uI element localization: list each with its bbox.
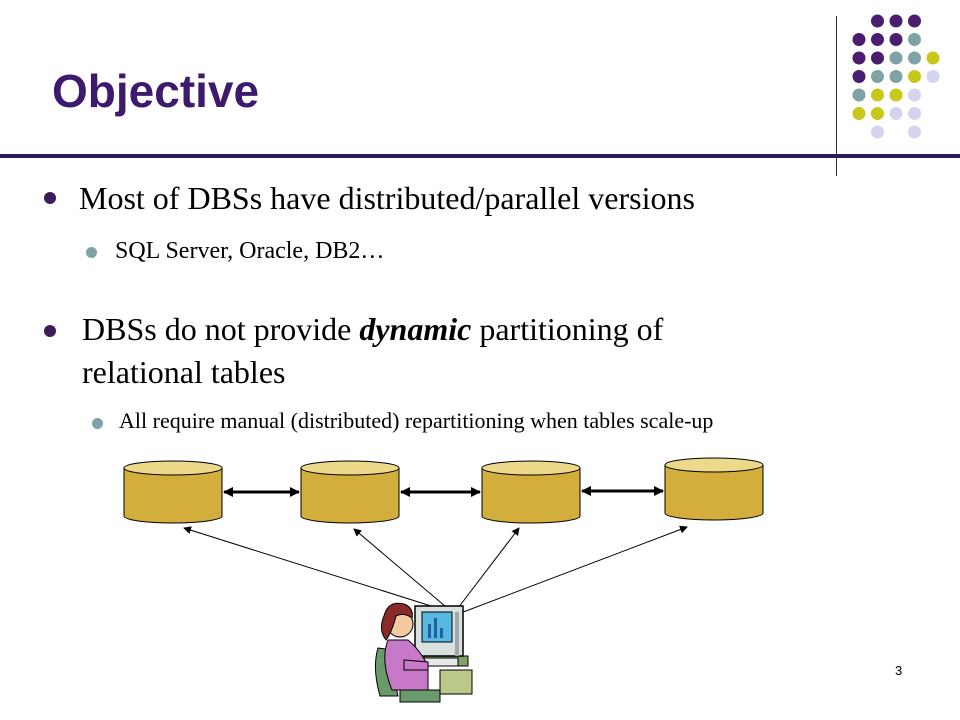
decorative-dot: [908, 107, 921, 120]
slide-title: Objective: [52, 65, 260, 117]
bullet-dot: [44, 192, 56, 204]
access-arrow: [353, 528, 453, 613]
decorative-dot: [908, 14, 921, 28]
access-arrow: [457, 525, 688, 615]
bullet-2-text: SQL Server, Oracle, DB2…: [115, 238, 385, 264]
decorative-dot: [852, 33, 866, 46]
decorative-dot: [908, 33, 921, 46]
database-cylinder-icon: [123, 460, 223, 524]
decorative-dot: [889, 70, 903, 83]
database-cylinder-icon: [481, 460, 581, 524]
decorative-dot: [908, 70, 921, 83]
decorative-dot: [852, 88, 866, 102]
decorative-dot: [889, 51, 903, 65]
decorative-dot: [889, 33, 903, 46]
title-underline: [0, 154, 960, 158]
decorative-dot: [908, 51, 921, 65]
decorative-dot: [871, 107, 884, 120]
decorative-dot: [908, 125, 921, 139]
bullet-3-post: partitioning of: [471, 311, 664, 347]
decorative-dot: [889, 88, 903, 102]
person-at-computer-icon: [374, 602, 473, 703]
bullet-1-text: Most of DBSs have distributed/parallel v…: [79, 180, 695, 216]
bullet-3-emphasis: dynamic: [359, 311, 472, 347]
bullet-dot: [44, 325, 56, 337]
decorative-dot: [852, 70, 866, 83]
bullet-4-text: All require manual (distributed) reparti…: [119, 408, 714, 433]
decorative-vertical-line: [836, 16, 837, 176]
decorative-dot: [926, 70, 940, 83]
decorative-dot-grid: [852, 14, 940, 139]
decorative-dot: [852, 51, 866, 65]
decorative-dot: [871, 88, 884, 102]
bullet-3-line2: relational tables: [82, 354, 286, 390]
decorative-dot: [852, 107, 866, 120]
access-arrow: [183, 526, 451, 613]
decorative-dot: [871, 51, 884, 65]
decorative-dot: [871, 33, 884, 46]
access-arrow: [454, 527, 520, 613]
decorative-dot: [871, 14, 884, 28]
bullet-3-pre: DBSs do not provide: [82, 311, 360, 347]
database-cylinder-icon: [300, 460, 400, 524]
decorative-dot: [871, 125, 884, 139]
sub-bullet-dot: [86, 247, 97, 258]
decorative-dot: [889, 14, 903, 28]
decorative-dot: [926, 51, 940, 65]
decorative-dot: [889, 107, 903, 120]
decorative-dot: [908, 88, 921, 102]
bullet-3-text: DBSs do not provide dynamic partitioning…: [82, 311, 663, 348]
database-cylinder-icon: [664, 457, 764, 521]
decorative-dot: [871, 70, 884, 83]
page-number: 3: [895, 663, 903, 678]
sub-bullet-dot: [92, 418, 103, 429]
